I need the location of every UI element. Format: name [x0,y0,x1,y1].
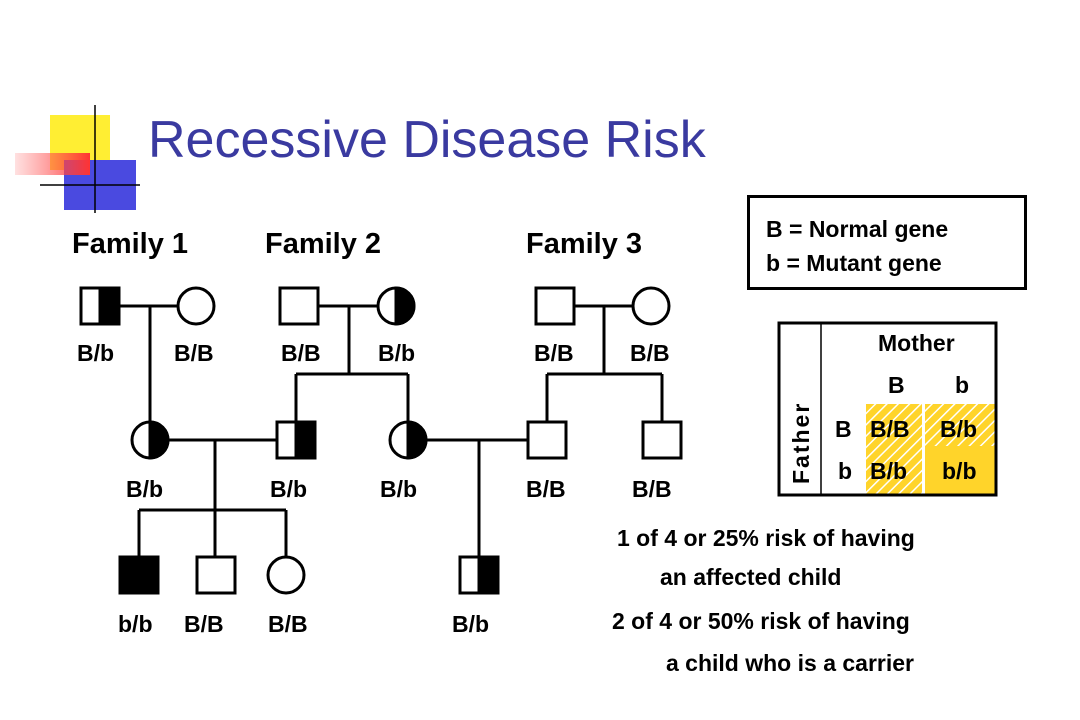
gc2-genotype: B/B [184,611,224,637]
f2-mother-genotype: B/b [378,340,416,366]
f2-daughter-symbol [388,420,428,460]
f1-father-genotype: B/b [77,340,115,366]
ornament-red-bar [15,153,90,175]
family-3-label: Family 3 [526,228,643,260]
gene-legend-box: B = Normal gene b = Mutant gene [747,195,1027,290]
f1-daughter-symbol [130,420,170,460]
carrier-risk-line1: 2 of 4 or 50% risk of having [612,608,910,634]
pedigree-lines [119,304,664,557]
f3-son-b-symbol [641,420,683,460]
f3-son-b-genotype: B/B [632,476,672,502]
f3-father-genotype: B/B [534,340,574,366]
punnett-father-label: Father [788,401,814,484]
f3-son-a-symbol [526,420,568,460]
f3-mother-symbol [631,286,671,326]
punnett-cell-Bb-right-highlight [925,404,995,446]
punnett-col-allele-1: B [888,372,905,398]
corner-ornament [15,105,140,213]
punnett-row-allele-2: b [838,458,853,484]
f3-father-symbol [534,286,576,326]
carrier-risk-line2: a child who is a carrier [666,650,914,676]
punnett-cell-Bb-top-highlight [866,404,922,446]
f2-father-genotype: B/B [281,340,321,366]
punnett-cell-Bb-2: B/b [870,458,908,484]
gc1-affected-symbol [118,555,160,595]
gc4-genotype: B/b [452,611,490,637]
punnett-cell-BB: B/B [870,416,910,442]
f1-mother-genotype: B/B [174,340,214,366]
f2-daughter-genotype: B/b [380,476,418,502]
punnett-cell-bb-right-highlight [925,446,995,494]
f2-father-symbol [278,286,320,326]
slide-title: Recessive Disease Risk [148,111,706,169]
f1-daughter-genotype: B/b [126,476,164,502]
punnett-cell-bb-highlight [866,446,922,494]
legend-normal-gene: B = Normal gene [766,216,949,242]
gc1-genotype: b/b [118,611,153,637]
gc2-symbol [195,555,237,595]
gc4-carrier-symbol [458,555,500,595]
family-2-label: Family 2 [265,228,382,260]
f2-mother-symbol [376,286,416,326]
gc3-symbol [266,555,306,595]
punnett-row-allele-1: B [835,416,852,442]
affected-risk-line2: an affected child [660,564,842,590]
punnett-mother-label: Mother [878,330,955,356]
f2-son-genotype: B/b [270,476,308,502]
punnett-square [777,321,998,497]
punnett-cell-Bb-1: B/b [940,416,978,442]
f1-mother-symbol [176,286,216,326]
legend-mutant-gene: b = Mutant gene [766,250,942,276]
punnett-cell-bb: b/b [942,458,977,484]
f1-father-symbol [79,286,121,326]
punnett-col-allele-2: b [955,372,970,398]
gc3-genotype: B/B [268,611,308,637]
family-1-label: Family 1 [72,228,189,260]
affected-risk-line1: 1 of 4 or 25% risk of having [617,525,915,551]
f2-son-symbol [275,420,317,460]
f3-mother-genotype: B/B [630,340,670,366]
f3-son-a-genotype: B/B [526,476,566,502]
